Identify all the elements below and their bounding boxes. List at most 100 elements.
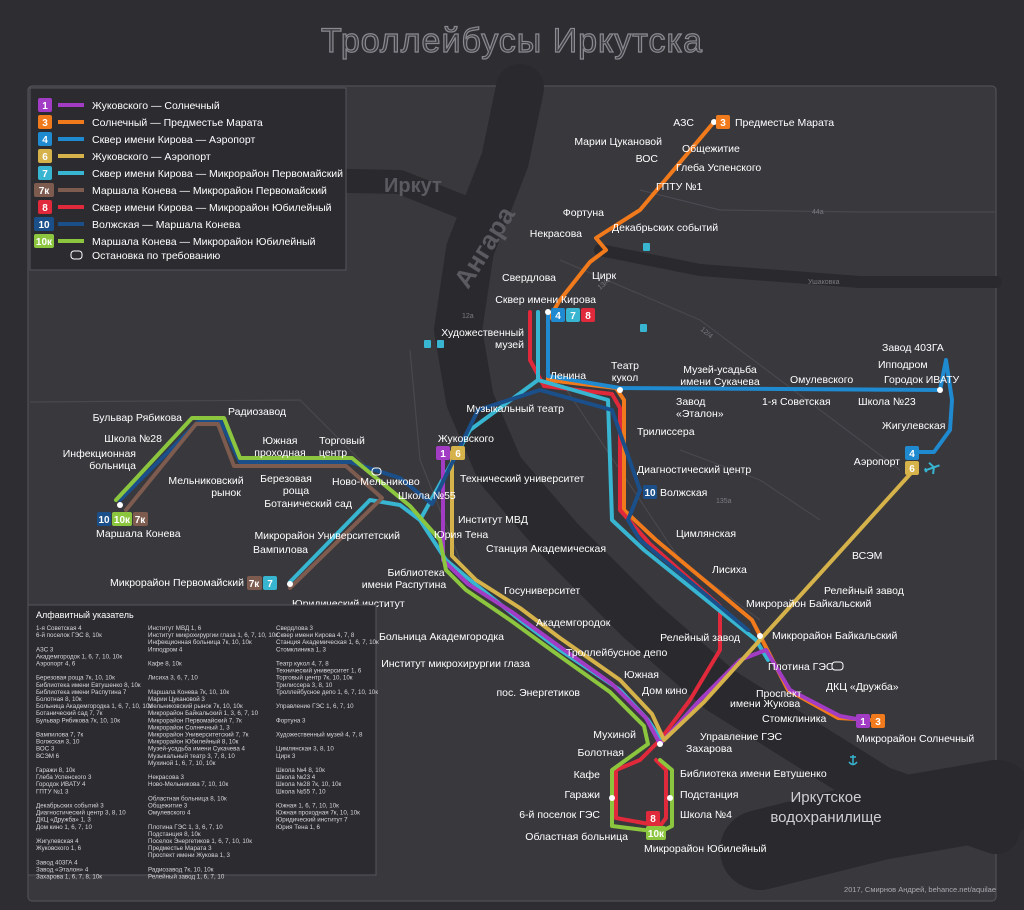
stop-konev: Маршала Конева	[96, 528, 181, 540]
index-title: Алфавитный указатель	[36, 610, 134, 620]
badge-7-pervomay-label: 7	[267, 579, 273, 590]
index-entry: Волжская 3, 10	[36, 739, 80, 746]
area-label-ushakovka: Ушаковка	[808, 279, 840, 286]
index-entry: Музыкальный театр 3, 7, 8, 10	[148, 753, 235, 760]
route-line-4	[546, 310, 954, 454]
stop-vsem: ВСЭМ	[852, 550, 882, 562]
badge-6-label: 6	[455, 449, 461, 460]
index-entry: Мухиной 1, 6, 7, 10, 10к	[148, 760, 216, 767]
stop-lenina: Ленина	[550, 370, 586, 382]
index-entry: Лисиха 3, 6, 7, 10	[148, 675, 198, 682]
badge-3	[716, 115, 730, 129]
stop-torg-1: Торговый	[319, 435, 365, 447]
stop-muzteatr: Музыкальный театр	[466, 403, 564, 415]
legend-badge	[38, 200, 52, 214]
station-marker	[609, 795, 615, 801]
index-entry: Юридический институт 7	[276, 817, 348, 824]
index-entry: Предместье Марата 3	[148, 845, 212, 852]
stop-berez-1: Березовая	[260, 473, 312, 485]
stop-shk28: Школа №28	[104, 433, 162, 445]
badge-6-airport	[905, 461, 919, 475]
stop-yuzhnaya: Южная	[624, 669, 659, 681]
index-entry: Микрорайон Солнечный 1, 3	[148, 724, 230, 731]
badge-7k-pervomay	[247, 576, 262, 590]
stop-muzey-1: Музей-усадьба	[683, 364, 757, 376]
stop-infek-2: больница	[89, 460, 136, 472]
station-marker	[937, 387, 943, 393]
index-entry: Сквер имени Кирова 4, 7, 8	[276, 632, 355, 639]
legend-badge-label: 4	[42, 135, 48, 146]
stop-zakharova: Захарова	[686, 743, 732, 755]
legend-badge-label: 1	[42, 101, 48, 112]
map-title: Троллейбусы Иркутска	[321, 22, 703, 60]
badge-7k-pervomay-label: 7к	[249, 579, 261, 590]
stop-berez-2: роща	[283, 485, 309, 497]
stop-tsirk: Цирк	[592, 270, 616, 282]
stop-shk4: Школа №4	[680, 809, 732, 821]
badge-1-solnechniy	[856, 714, 870, 728]
index-entry: ДКЦ «Дружба» 1, 3	[36, 817, 91, 824]
station-marker	[711, 119, 717, 125]
stop-hud-2: музей	[495, 339, 524, 351]
stop-tsimlyanskaya: Цимлянская	[676, 528, 736, 540]
stop-novomel: Ново-Мельниково	[332, 476, 420, 488]
stop-sverdlova: Свердлова	[502, 272, 556, 284]
badge-4	[551, 308, 565, 322]
index-entry: ВОС 3	[36, 746, 55, 753]
badge-7	[566, 308, 580, 322]
badge-3-solnechniy	[871, 714, 885, 728]
legend-badge-label: 8	[42, 203, 48, 214]
badge-4-airport	[905, 446, 919, 460]
index-entry: Кафе 8, 10к	[148, 661, 182, 668]
stop-mukhinoy: Мухиной	[593, 729, 636, 741]
index-entry: Проспект имени Жукова 1, 3	[148, 852, 231, 859]
legend-badge	[34, 234, 54, 248]
legend-badge	[38, 149, 52, 163]
legend-badge-label: 10	[38, 220, 50, 231]
legend-badge-label: 10к	[36, 237, 53, 248]
index-entry: Академгородок 1, 6, 7, 10, 10к	[36, 653, 122, 660]
stop-yuzhproh-1: Южная	[263, 435, 298, 447]
index-entry: Торговый центр 7к, 10, 10к	[276, 675, 353, 682]
stop-bib-2: имени Распутина	[362, 579, 447, 591]
index-entry: Радиозавод 7к, 10, 10к	[148, 866, 214, 873]
legend-badge	[34, 217, 54, 231]
index-entry: 1-я Советская 4	[36, 625, 82, 632]
index-entry: Глеба Успенского 3	[36, 774, 92, 781]
stop-radiozavod: Радиозавод	[228, 406, 286, 418]
rivers	[288, 64, 1024, 890]
legend-badge	[34, 183, 54, 197]
legend-label: Жуковского — Солнечный	[92, 100, 220, 112]
index-entry: Релейный завод 1, 6, 7, 10	[148, 874, 225, 881]
index-entry: Гаражи 8, 10к	[36, 767, 75, 774]
stop-vos: ВОС	[636, 153, 659, 165]
index-entry: Школа №28 7к, 10, 10к	[276, 781, 342, 788]
legend-badge-label: 7к	[39, 186, 51, 197]
index-entry: Ипподром 4	[148, 646, 183, 653]
index-entry: Институт МВД 1, 6	[148, 625, 202, 632]
index-entry: Дом кино 1, 6, 7, 10	[36, 824, 92, 831]
stop-baikal-1: Микрорайон Байкальский	[746, 598, 872, 610]
stop-aeroport: Аэропорт	[854, 456, 900, 468]
legend-label: Солнечный — Предместье Марата	[92, 117, 263, 129]
index-entry: Музей-усадьба имени Сукачева 4	[148, 746, 245, 753]
index-entry: Библиотека имени Распутина 7	[36, 689, 127, 696]
badge-1-solnechniy-label: 1	[860, 717, 866, 728]
stop-mikrouniv: Микрорайон Университетский	[254, 530, 400, 542]
index-entry: Школа №55 7, 10	[276, 788, 326, 795]
station-marker	[117, 502, 123, 508]
index-entry: Станция Академическая 1, 6, 7, 10к	[276, 639, 379, 646]
stop-dekab: Декабрьских событий	[612, 222, 718, 234]
stop-volzhskaya: Волжская	[660, 487, 707, 499]
index-entry: Инфекционная больница 7к, 10, 10к	[148, 639, 252, 646]
stop-bolotnaya: Болотная	[578, 747, 625, 759]
badge-7-label: 7	[570, 311, 576, 322]
index-entry: Завод «Эталон» 4	[36, 866, 89, 873]
index-entry: Юрия Тена 1, 6	[276, 824, 321, 831]
legend-badge-label: 6	[42, 152, 48, 163]
index-entry: Подстанция 8, 10к	[148, 831, 201, 838]
stop-energ: пос. Энергетиков	[496, 687, 580, 699]
stop-garazhi: Гаражи	[564, 789, 600, 801]
station-marker	[287, 581, 293, 587]
index-entry: Завод 403ГА 4	[36, 859, 78, 866]
